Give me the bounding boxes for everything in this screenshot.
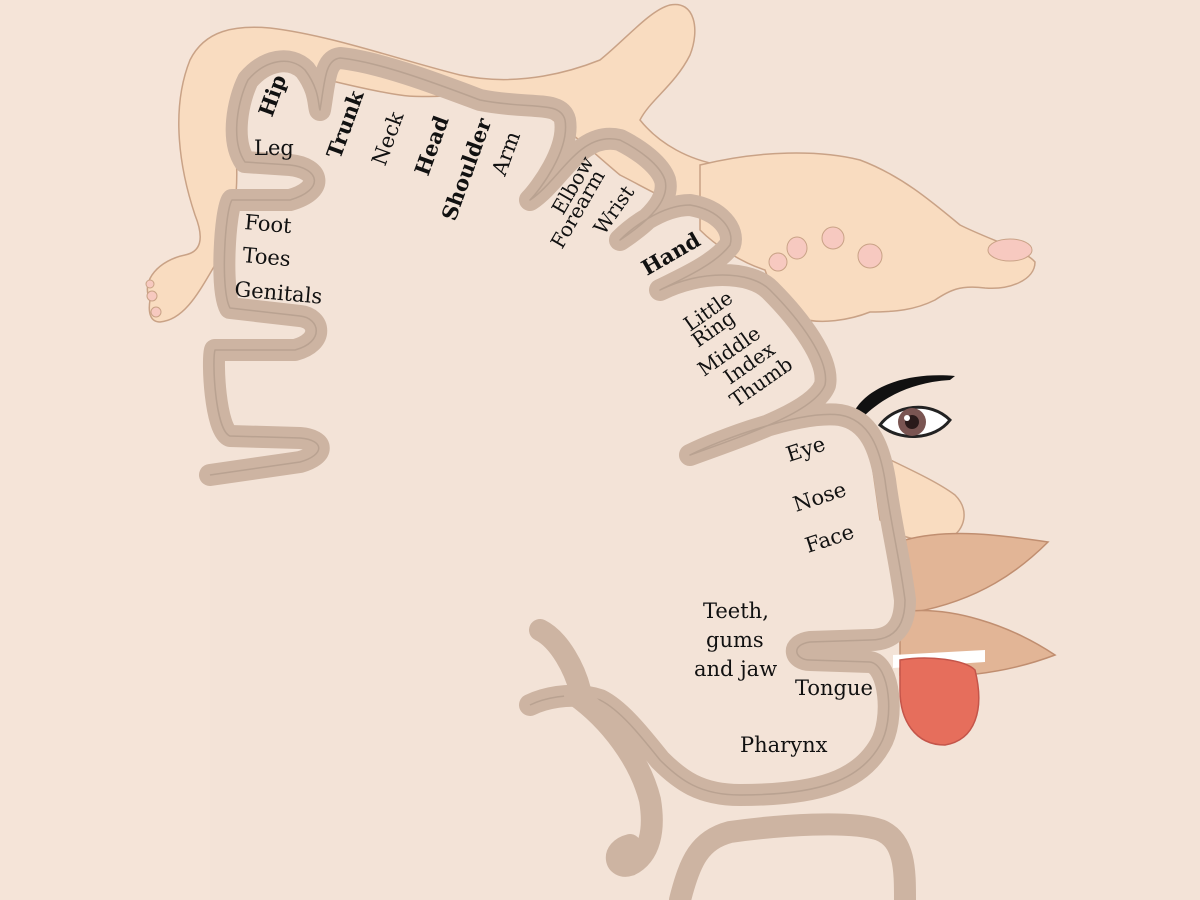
label-head: Head	[409, 112, 454, 179]
cortex-band	[199, 47, 916, 900]
label-foot: Foot	[244, 210, 294, 238]
label-teeth-line1: Teeth,	[703, 599, 769, 623]
tongue-shape	[899, 657, 980, 746]
label-arm: Arm	[487, 128, 525, 180]
fingernail-2	[857, 243, 883, 269]
label-neck: Neck	[367, 108, 409, 168]
eyebrow-shape	[855, 375, 955, 418]
label-teeth-line2: gums	[706, 628, 764, 652]
label-eye: Eye	[783, 432, 828, 467]
label-face: Face	[802, 520, 857, 558]
label-teeth-line3: and jaw	[694, 657, 777, 681]
background-strip	[0, 0, 210, 900]
cortex-fold-lower-left	[529, 619, 663, 877]
body-illustration	[145, 3, 1057, 746]
fingernail-1	[987, 238, 1033, 262]
cortex-fold-main-outline	[209, 57, 906, 796]
cortex-fold-bottom	[669, 813, 916, 900]
label-leg: Leg	[254, 136, 294, 160]
toe-1	[146, 290, 158, 302]
label-tongue: Tongue	[795, 676, 873, 700]
fingernail-3	[821, 226, 845, 250]
label-nose: Nose	[790, 477, 849, 517]
label-toes: Toes	[242, 243, 292, 271]
fingernail-5	[768, 252, 788, 272]
fingernail-4	[786, 236, 808, 260]
toe-3	[145, 279, 155, 289]
hand-shape	[699, 152, 1036, 323]
eye-shape	[877, 405, 952, 438]
label-pharynx: Pharynx	[740, 733, 828, 757]
upper-lip-shape	[904, 532, 1050, 613]
toe-2	[150, 306, 162, 318]
